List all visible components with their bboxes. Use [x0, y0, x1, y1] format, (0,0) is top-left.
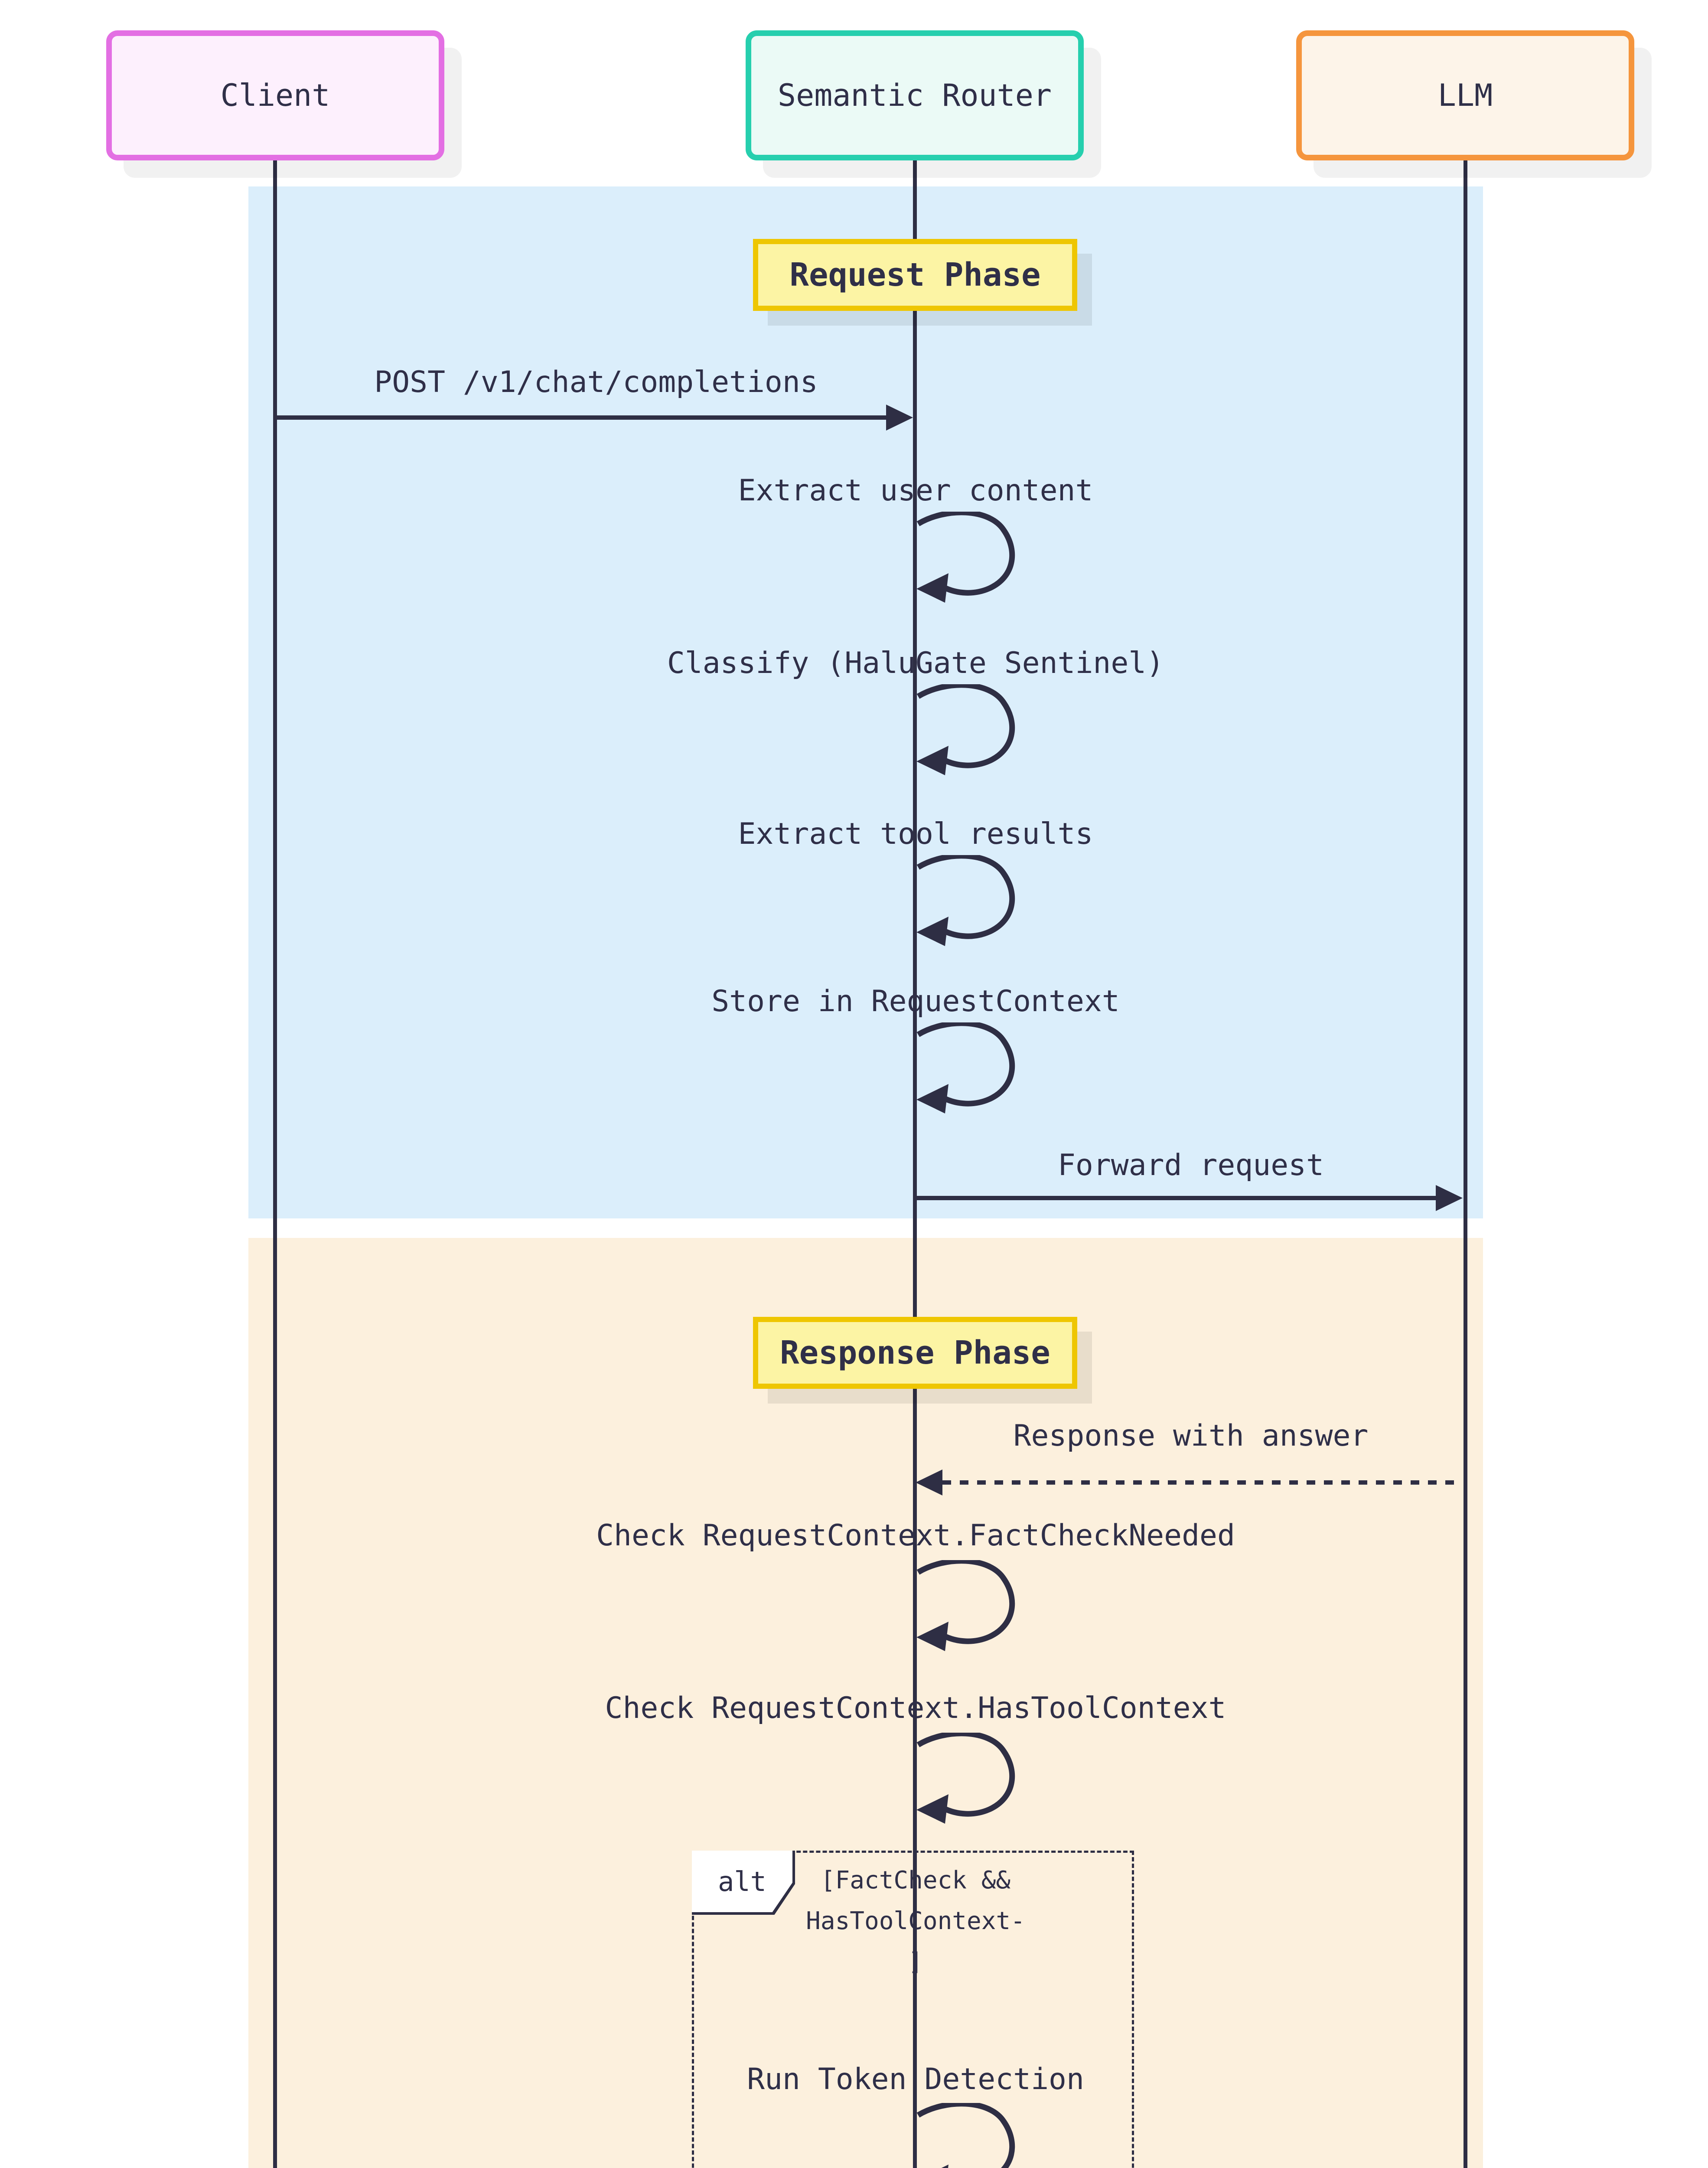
self-loop-check-hastool-icon: [915, 1733, 1023, 1825]
response-phase-band: [248, 1238, 1483, 2168]
message-post: POST /v1/chat/completions: [374, 365, 818, 399]
message-forward: Forward request: [1057, 1148, 1324, 1182]
self-loop-classify-icon: [915, 684, 1023, 776]
alt-condition-line: HasToolContext-: [806, 1907, 1025, 1935]
actor-client-top: Client: [106, 30, 444, 160]
response-phase-note: Response Phase: [753, 1317, 1077, 1389]
message-check-factcheck: Check RequestContext.FactCheckNeeded: [596, 1518, 1235, 1553]
arrow-forward-icon: [916, 1185, 1463, 1211]
alt-label: alt: [718, 1865, 766, 1897]
message-store: Store in RequestContext: [711, 984, 1120, 1019]
message-extract-user: Extract user content: [738, 473, 1093, 508]
message-response-answer: Response with answer: [1013, 1419, 1369, 1453]
actor-label: Client: [220, 78, 330, 113]
self-loop-check-factcheck-icon: [915, 1560, 1023, 1652]
lifeline-semantic-router: [913, 160, 917, 2168]
note-label: Request Phase: [789, 256, 1041, 294]
request-phase-note: Request Phase: [753, 239, 1077, 311]
note-label: Response Phase: [780, 1334, 1050, 1371]
alt-condition-line: ]: [908, 1948, 923, 1976]
message-classify: Classify (HaluGate Sentinel): [667, 646, 1164, 680]
arrow-response-answer-icon: [916, 1469, 1463, 1495]
self-loop-run-token-icon: [915, 2103, 1023, 2168]
message-check-hastool: Check RequestContext.HasToolContext: [605, 1691, 1226, 1725]
lifeline-client: [273, 160, 277, 2168]
message-run-token: Run Token Detection: [747, 2062, 1084, 2096]
actor-llm-top: LLM: [1296, 30, 1634, 160]
alt-label-box: alt: [692, 1851, 795, 1915]
lifeline-llm: [1464, 160, 1467, 2168]
self-loop-store-icon: [915, 1022, 1023, 1114]
actor-label: Semantic Router: [777, 78, 1052, 113]
arrow-post-icon: [277, 405, 913, 431]
self-loop-extract-user-icon: [915, 512, 1023, 604]
alt-condition-line: [FactCheck &&: [820, 1866, 1011, 1894]
self-loop-extract-tool-icon: [915, 855, 1023, 947]
request-phase-band: [248, 186, 1483, 1218]
alt-condition-1: [FactCheck && HasToolContext- ]: [806, 1860, 1025, 1982]
message-extract-tool: Extract tool results: [738, 817, 1093, 851]
actor-label: LLM: [1437, 78, 1493, 113]
actor-semantic-router-top: Semantic Router: [746, 30, 1084, 160]
